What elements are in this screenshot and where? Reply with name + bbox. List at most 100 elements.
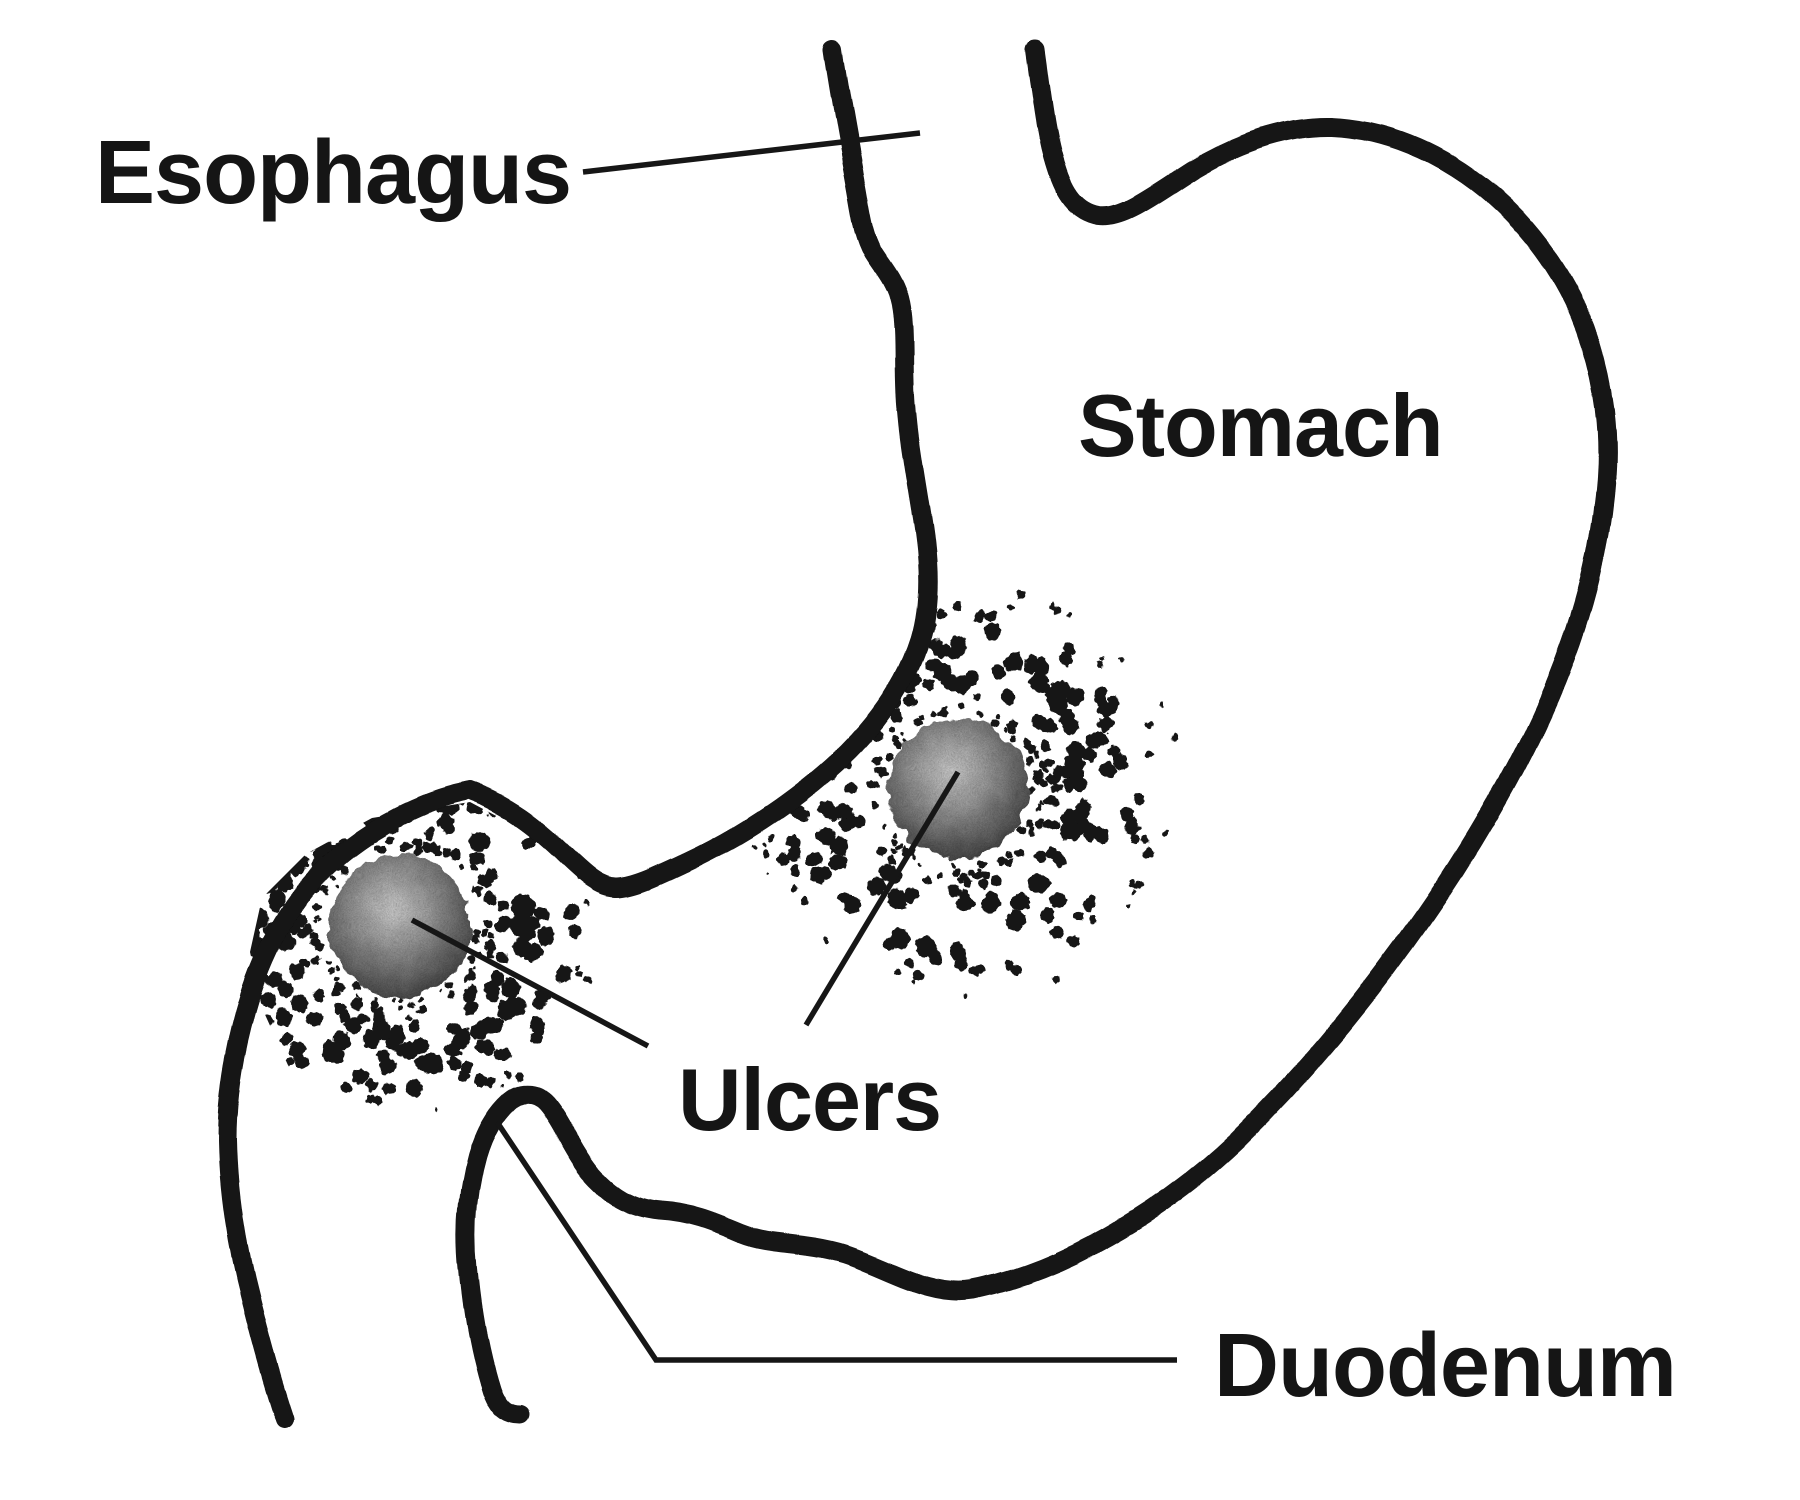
- stipple-dot-small: [981, 871, 990, 880]
- stipple-dot: [582, 898, 590, 906]
- stipple-dot: [991, 664, 1006, 680]
- stipple-dot: [919, 715, 924, 721]
- stipple-dot: [763, 850, 770, 858]
- stipple-dot: [926, 947, 943, 965]
- stipple-dot: [1066, 613, 1073, 619]
- ulcers-leader-line-left: [410, 917, 650, 1049]
- stipple-dot: [876, 847, 887, 856]
- stipple-dot: [323, 842, 334, 853]
- stipple-dot: [822, 936, 829, 944]
- stipple-dot: [894, 968, 902, 976]
- stipple-dot: [1073, 911, 1085, 921]
- stipple-dot-small: [473, 929, 482, 938]
- stipple-dot-small: [990, 721, 996, 727]
- stipple-dot: [1009, 892, 1031, 911]
- stipple-dot: [846, 633, 853, 640]
- stipple-dot: [1099, 700, 1118, 717]
- stipple-dot: [293, 1053, 309, 1069]
- stipple-dot: [334, 982, 345, 993]
- stipple-dot: [229, 849, 246, 866]
- stipple-dot: [933, 642, 950, 659]
- stipple-dot: [1129, 834, 1140, 845]
- duodenal-ulcer: [329, 855, 471, 997]
- stipple-dot: [450, 849, 462, 861]
- stipple-dot-small: [386, 836, 394, 845]
- stipple-dot: [1043, 766, 1049, 773]
- stipple-dot-small: [484, 919, 493, 928]
- stipple-dot-small: [1002, 726, 1009, 733]
- stipple-dot: [1162, 830, 1169, 837]
- stipple-dot-small: [373, 997, 377, 1001]
- stipple-dot: [250, 870, 254, 885]
- stipple-dot: [952, 601, 961, 611]
- stipple-dot-small: [467, 955, 476, 964]
- stipple-dot: [844, 782, 858, 794]
- ulcers-label: Ulcers: [678, 1050, 941, 1149]
- stipple-dot: [531, 1031, 543, 1045]
- stipple-dot: [306, 1012, 324, 1027]
- stipple-dot: [329, 875, 336, 881]
- stipple-dot: [1081, 747, 1097, 762]
- stipple-dot: [485, 868, 498, 882]
- stipple-dot: [529, 1015, 544, 1033]
- stipple-dot: [947, 883, 961, 898]
- stipple-dot: [912, 979, 917, 985]
- stipple-dot: [473, 966, 478, 971]
- stipple-dot: [781, 760, 797, 775]
- stipple-dot: [260, 992, 277, 1008]
- stipple-dot: [500, 1084, 504, 1089]
- stipple-dot: [408, 1020, 420, 1033]
- stipple-dot: [478, 1018, 498, 1034]
- stipple-dot: [216, 831, 227, 842]
- stipple-dot: [984, 622, 1001, 641]
- stipple-dot-small: [399, 842, 409, 852]
- stipple-dot-small: [890, 848, 898, 855]
- stipple-dot-small: [377, 845, 386, 854]
- stipple-dot: [1064, 753, 1085, 773]
- stipple-dot: [1011, 964, 1022, 976]
- stipple-dot-small: [937, 872, 944, 880]
- stipple-dot: [568, 924, 582, 939]
- stipple-dot: [1071, 776, 1087, 793]
- stipple-dot: [328, 804, 345, 820]
- stipple-dot-small: [438, 988, 442, 992]
- stipple-dot: [421, 1052, 444, 1075]
- stipple-dot: [1048, 892, 1067, 909]
- stipple-dot-small: [1026, 756, 1034, 764]
- stipple-dot: [383, 1082, 397, 1095]
- stipple-dot: [410, 1038, 429, 1055]
- stipple-dot-small: [442, 848, 451, 857]
- stipple-dot: [1096, 661, 1104, 669]
- stipple-dot: [234, 830, 246, 843]
- stipple-dot: [1107, 745, 1120, 758]
- stipple-dot: [777, 852, 790, 866]
- stipple-dot: [313, 919, 318, 924]
- stipple-dot: [856, 638, 872, 654]
- stipple-dot: [356, 1014, 370, 1025]
- stipple-dot: [962, 993, 969, 999]
- stipple-dot: [751, 844, 758, 851]
- stipple-dot: [1016, 589, 1026, 600]
- stipple-dot: [816, 827, 835, 845]
- stipple-dot: [1027, 874, 1051, 893]
- stipple-dot: [524, 949, 538, 962]
- stipple-dot: [786, 845, 802, 863]
- stipple-dot: [515, 1071, 523, 1081]
- stipple-dot: [1004, 959, 1014, 970]
- stipple-dot-small: [418, 1005, 427, 1014]
- stipple-dot: [464, 1001, 478, 1015]
- stipple-dot: [1113, 752, 1128, 770]
- stipple-dot: [872, 757, 878, 764]
- stipple-dot-small: [1017, 825, 1027, 835]
- stipple-dot: [334, 1001, 345, 1014]
- stipple-dot: [485, 763, 492, 770]
- stipple-dot-small: [356, 994, 360, 998]
- stipple-dot-small: [1040, 781, 1047, 788]
- stipple-dot: [396, 1043, 413, 1056]
- stipple-dot: [360, 756, 376, 773]
- stipple-dot: [495, 950, 509, 965]
- stomach-label: Stomach: [1078, 376, 1443, 475]
- stipple-dot: [437, 749, 448, 761]
